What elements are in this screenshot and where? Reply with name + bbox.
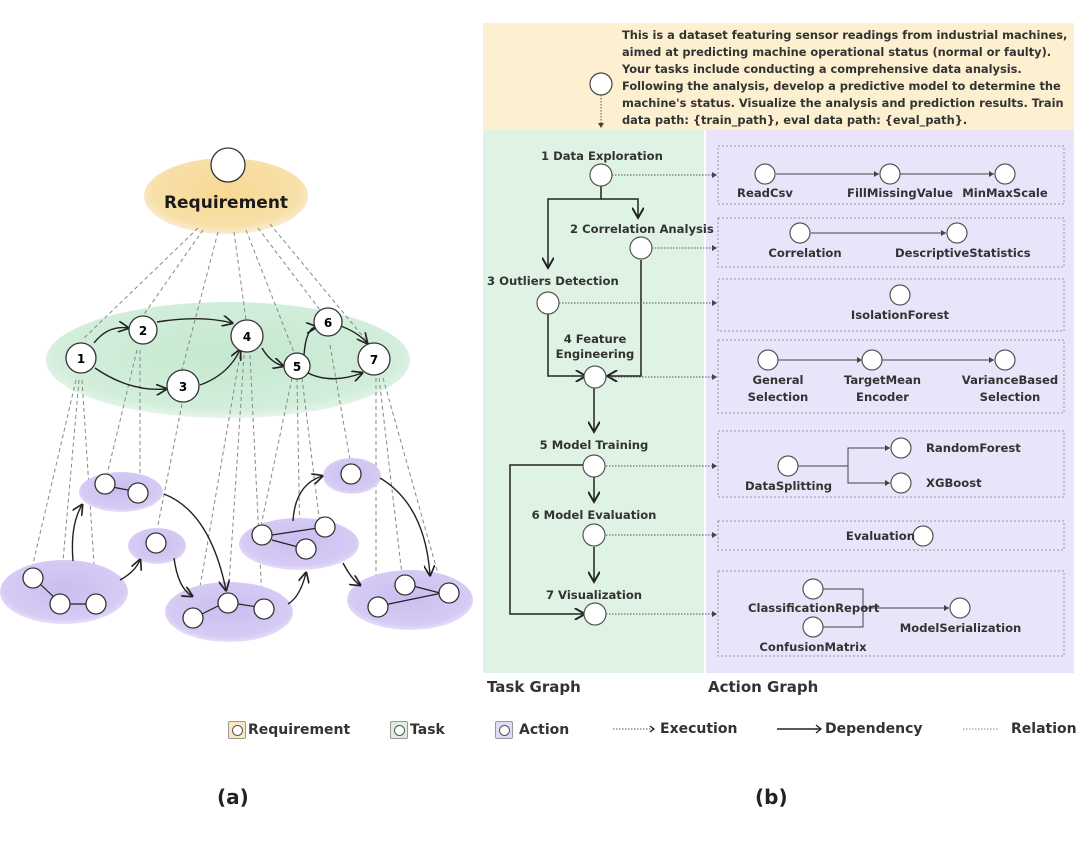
legend-dependency: Dependency bbox=[777, 721, 923, 737]
requirement-label: Requirement bbox=[164, 193, 288, 213]
action-label: ConfusionMatrix bbox=[759, 640, 867, 654]
action-nodes bbox=[754, 163, 1016, 638]
legend-relation: Relation bbox=[963, 721, 1077, 737]
svg-text:6: 6 bbox=[324, 316, 332, 330]
action-cluster bbox=[0, 560, 128, 624]
task-node-visualization bbox=[583, 602, 607, 626]
task-node-outliers-detection bbox=[536, 291, 560, 315]
task-action-graph-figure-b bbox=[509, 72, 1065, 657]
action-label: Selection bbox=[979, 390, 1041, 404]
legend-requirement: Requirement bbox=[228, 721, 350, 739]
action-label: Evaluation bbox=[845, 529, 915, 543]
task-node: 5 bbox=[283, 352, 311, 380]
action-edges bbox=[776, 171, 994, 611]
task-label: 6 Model Evaluation bbox=[531, 508, 657, 522]
caption-b: (b) bbox=[755, 785, 788, 809]
action-swatch-icon bbox=[495, 721, 513, 739]
requirement-ellipse bbox=[144, 158, 308, 234]
action-label: MinMaxScale bbox=[962, 186, 1048, 200]
task-node: 2 bbox=[128, 315, 158, 345]
hierarchical-graph-figure-a: Requirement 1 2 3 4 5 6 7 bbox=[0, 147, 473, 642]
task-label: 1 Data Exploration bbox=[541, 149, 663, 163]
action-group-boxes bbox=[717, 145, 1065, 657]
dotted-arrow-icon bbox=[613, 725, 655, 733]
action-label: Encoder bbox=[856, 390, 909, 404]
action-nodes bbox=[22, 463, 460, 629]
cluster-dependency-edges bbox=[71, 476, 430, 605]
action-label: Selection bbox=[747, 390, 809, 404]
svg-text:7: 7 bbox=[370, 353, 378, 367]
task-label: 5 Model Training bbox=[539, 438, 649, 452]
task-node: 7 bbox=[357, 342, 391, 376]
svg-text:5: 5 bbox=[293, 360, 301, 374]
task-node: 1 bbox=[65, 342, 97, 374]
svg-text:1: 1 bbox=[77, 352, 85, 366]
relation-lines-actions bbox=[31, 344, 443, 611]
action-label: General bbox=[752, 373, 804, 387]
svg-text:4: 4 bbox=[243, 330, 251, 344]
task-node: 3 bbox=[166, 369, 200, 403]
task-node: 4 bbox=[230, 319, 264, 353]
action-label: DescriptiveStatistics bbox=[895, 246, 1031, 260]
dashed-line-icon bbox=[963, 728, 999, 730]
task-node-data-exploration bbox=[589, 163, 613, 187]
action-label: ModelSerialization bbox=[899, 621, 1022, 635]
action-edge bbox=[822, 608, 864, 628]
task-dependency-edges bbox=[93, 319, 367, 390]
task-label: 4 Feature bbox=[563, 332, 627, 346]
task-layer-ellipse bbox=[46, 302, 410, 418]
action-label: ClassificationReport bbox=[748, 601, 880, 615]
requirement-text: This is a dataset featuring sensor readi… bbox=[622, 28, 1068, 127]
action-label: FillMissingValue bbox=[847, 186, 953, 200]
task-node-feature-engineering bbox=[583, 365, 607, 389]
action-graph-title: Action Graph bbox=[708, 678, 819, 696]
task-dependency-edges bbox=[509, 186, 641, 614]
requirement-node bbox=[210, 147, 246, 183]
action-label: Correlation bbox=[768, 246, 842, 260]
action-label: DataSplitting bbox=[745, 479, 833, 493]
action-graph-panel bbox=[706, 130, 1074, 673]
svg-text:3: 3 bbox=[179, 380, 187, 394]
requirement-panel bbox=[483, 23, 1074, 130]
action-label: VarianceBased bbox=[961, 373, 1059, 387]
task-node: 6 bbox=[313, 307, 343, 337]
solid-arrow-icon bbox=[777, 724, 823, 734]
task-swatch-icon bbox=[390, 721, 408, 739]
task-label: Engineering bbox=[555, 347, 635, 361]
task-label: 2 Correlation Analysis bbox=[570, 222, 714, 236]
requirement-node bbox=[589, 72, 613, 96]
task-label: 7 Visualization bbox=[545, 588, 643, 602]
action-label: IsolationForest bbox=[850, 308, 950, 322]
relation-lines-requirement bbox=[81, 223, 371, 371]
legend-action: Action bbox=[495, 721, 569, 739]
caption-a: (a) bbox=[217, 785, 249, 809]
task-node-correlation-analysis bbox=[629, 236, 653, 260]
execution-arrows bbox=[559, 172, 717, 617]
legend-task: Task bbox=[390, 721, 445, 739]
svg-text:2: 2 bbox=[139, 324, 147, 338]
task-node-model-training bbox=[582, 454, 606, 478]
action-label: TargetMean bbox=[843, 373, 922, 387]
legend-execution: Execution bbox=[613, 721, 737, 737]
action-cluster bbox=[79, 472, 163, 512]
action-label: XGBoost bbox=[926, 476, 982, 490]
action-label: ReadCsv bbox=[737, 186, 793, 200]
task-node-model-evaluation bbox=[582, 523, 606, 547]
action-label: RandomForest bbox=[926, 441, 1021, 455]
task-label: 3 Outliers Detection bbox=[487, 274, 619, 288]
requirement-swatch-icon bbox=[228, 721, 246, 739]
task-graph-title: Task Graph bbox=[487, 678, 581, 696]
